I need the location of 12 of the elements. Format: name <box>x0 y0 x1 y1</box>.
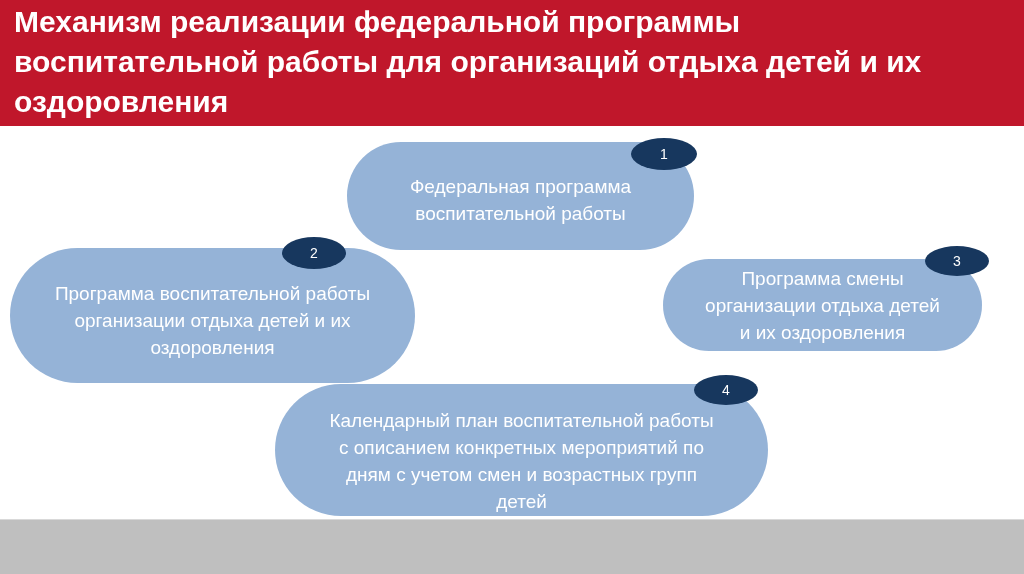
step-number: 1 <box>660 146 668 162</box>
rounded-box <box>347 142 694 250</box>
box-text: Программа воспитательной работы организации отдыха детей и их оздоровления <box>53 282 372 360</box>
box-text: Программа смены организации отдыха детей и их оздоровления <box>704 266 941 345</box>
step-number: 2 <box>310 245 318 261</box>
step-number: 3 <box>953 253 961 269</box>
box-text: Федеральная программа воспитательной работы <box>408 175 633 226</box>
number-badge <box>282 237 346 269</box>
step-number: 4 <box>722 382 730 398</box>
box-text: Календарный план воспитательной работы с описанием конкретных мероприятий по дням с учетом смен и возрастных групп детей <box>328 409 715 514</box>
number-badge <box>631 138 697 170</box>
slide-title: Механизм реализации федеральной программы воспитательной работы для организаций отдыха детей и их оздоровления <box>14 4 923 120</box>
